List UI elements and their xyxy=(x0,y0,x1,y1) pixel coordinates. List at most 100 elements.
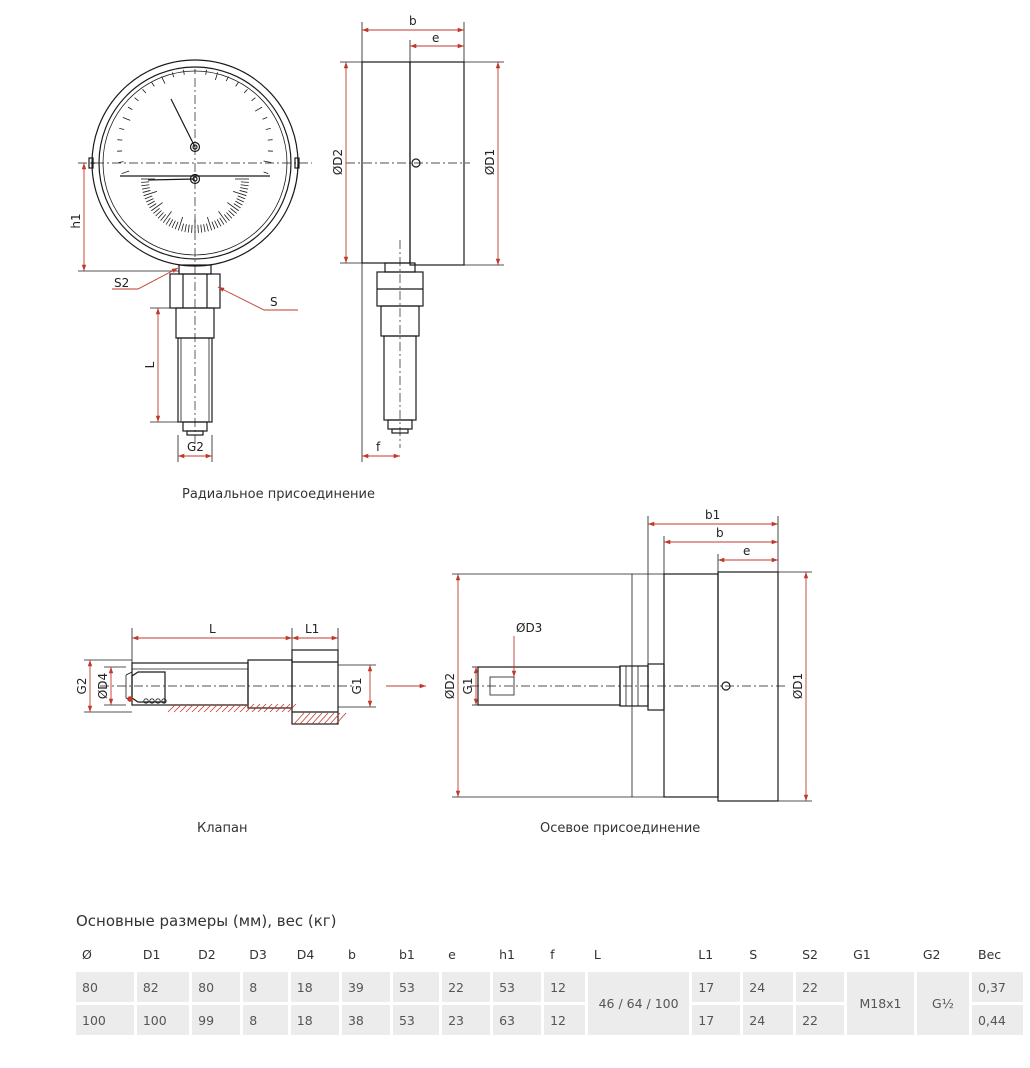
thermo-tick xyxy=(230,208,237,214)
thermo-tick xyxy=(235,200,243,206)
dial-tick xyxy=(262,117,268,120)
b-label-radial: b xyxy=(409,14,417,28)
header-cell: h1 xyxy=(499,946,515,962)
thermo-tick xyxy=(149,203,157,209)
thermo-tick xyxy=(144,195,153,200)
table-cell: 82 xyxy=(136,972,190,1002)
header-cell: D1 xyxy=(142,946,161,962)
thermo-tick xyxy=(226,212,233,219)
thermo-tick xyxy=(239,190,248,193)
table-row: 80 82 80 8 18 39 53 22 53 12 46 / 64 / 1… xyxy=(76,972,1023,1035)
thermo-tick xyxy=(197,224,199,233)
thermo-tick xyxy=(232,190,247,197)
caption-valve: Клапан xyxy=(197,821,247,836)
hatch-line xyxy=(281,703,291,713)
thermo-tick xyxy=(240,181,249,183)
thermo-tick xyxy=(143,190,158,197)
header-cell: G1 xyxy=(853,946,871,962)
table-cell: 12 xyxy=(544,972,585,1002)
hatch-line xyxy=(167,703,177,713)
merged-cell-G2: G½ xyxy=(916,972,970,1035)
thermo-tick xyxy=(157,212,164,219)
header-cell: b1 xyxy=(398,946,415,962)
header-cell: f xyxy=(550,946,555,962)
thermo-tick xyxy=(147,200,155,206)
D4-label: ØD4 xyxy=(96,673,110,699)
header-cell: D2 xyxy=(198,946,216,962)
hatch-line xyxy=(287,703,297,713)
table-header-row: Ø D1 D2 D3 D4 b b1 e h1 f L L1 S S2 G1 G… xyxy=(76,939,1023,969)
hatch-line xyxy=(221,703,231,713)
table-cell: 18 xyxy=(290,1005,339,1035)
table-cell: 22 xyxy=(796,1005,845,1035)
table-cell: 80 xyxy=(76,972,134,1002)
dial-tick xyxy=(122,117,131,121)
thermo-tick xyxy=(155,210,162,217)
dial-tick xyxy=(254,106,263,112)
thermo-tick xyxy=(181,223,184,232)
thermo-tick xyxy=(142,190,151,193)
b1-label: b1 xyxy=(705,508,720,522)
axial-view: b1 b e ØD2 ØD1 G1 ØD3 xyxy=(443,508,812,802)
thermo-tick xyxy=(160,214,166,221)
technical-drawing: h1 L G2 S2 S b e xyxy=(69,14,812,836)
L1-label: L1 xyxy=(305,622,319,636)
table-cell: 99 xyxy=(192,1005,241,1035)
thermo-tick xyxy=(145,198,154,203)
header-cell: b xyxy=(347,946,356,962)
table-cell: 12 xyxy=(544,1005,585,1035)
dial-tick xyxy=(205,69,207,75)
G1-label-valve: G1 xyxy=(350,678,364,695)
dial-tick xyxy=(127,106,133,110)
L-label-radial: L xyxy=(143,361,157,368)
table-cell: 8 xyxy=(243,1005,288,1035)
dial-tick xyxy=(183,69,185,75)
hatch-line xyxy=(209,703,219,713)
thermo-tick xyxy=(237,195,246,200)
thermo-tick xyxy=(177,216,184,231)
hatch-line xyxy=(257,703,267,713)
dial-tick xyxy=(151,81,155,87)
table-cell: 38 xyxy=(341,1005,390,1035)
hatch-line xyxy=(263,703,273,713)
thermo-tick xyxy=(141,184,150,187)
radial-side-view: b e ØD2 ØD1 f xyxy=(331,14,504,462)
S2-label: S2 xyxy=(114,276,129,290)
dial-tick xyxy=(243,89,248,94)
dial-tick xyxy=(235,81,239,87)
header-cell: e xyxy=(448,946,456,962)
table-cell: 24 xyxy=(743,1005,794,1035)
hatch-line xyxy=(173,703,183,713)
dimensions-section: Основные размеры (мм), вес (кг) Ø D1 D2 … xyxy=(76,912,1026,1038)
dial-tick xyxy=(134,97,139,102)
thermo-tick xyxy=(168,219,174,227)
D3-label: ØD3 xyxy=(516,621,542,635)
table-cell: 53 xyxy=(392,1005,440,1035)
hatch-line xyxy=(317,712,329,725)
thermo-tick xyxy=(153,208,160,214)
G1-label-axial: G1 xyxy=(461,678,475,695)
dial-tick xyxy=(119,127,125,130)
hatch-line xyxy=(323,712,335,725)
dial-tick xyxy=(251,97,256,102)
thermo-tick xyxy=(228,210,235,217)
table-cell: 8 xyxy=(243,972,288,1002)
thermo-tick xyxy=(206,223,209,232)
e-label-axial: e xyxy=(743,544,750,558)
table-cell: 23 xyxy=(442,1005,491,1035)
L-label-valve: L xyxy=(209,622,216,636)
merged-cell-L: 46 / 64 / 100 xyxy=(587,972,690,1035)
table-cell: 17 xyxy=(692,1005,741,1035)
thermo-tick xyxy=(171,220,176,229)
thermo-tick xyxy=(224,214,230,221)
table-cell: 22 xyxy=(796,972,845,1002)
radial-front-view: h1 L G2 S2 S xyxy=(69,59,312,462)
dial-tick xyxy=(161,76,166,84)
table-cell: 22 xyxy=(442,972,491,1002)
hatch-line xyxy=(305,712,317,725)
caption-radial: Радиальное присоединение xyxy=(182,487,375,502)
table-row: 100 100 99 8 18 38 53 23 63 12 17 24 22 … xyxy=(76,1005,1023,1035)
caption-axial: Осевое присоединение xyxy=(540,821,700,836)
thermo-tick xyxy=(200,224,203,233)
header-cell: D4 xyxy=(296,946,315,962)
